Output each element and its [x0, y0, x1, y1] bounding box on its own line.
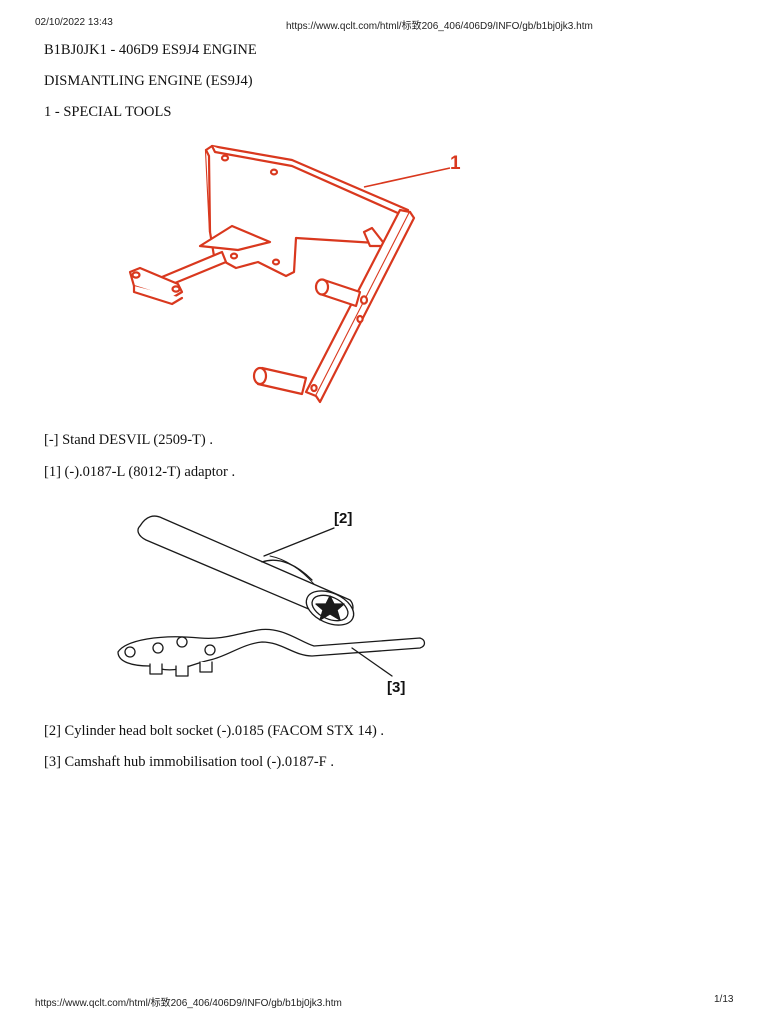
document-code-title: B1BJ0JK1 - 406D9 ES9J4 ENGINE: [44, 42, 257, 58]
tool-line-stand: [-] Stand DESVIL (2509-T) .: [44, 432, 213, 448]
tool-line-hub-tool: [3] Camshaft hub immobilisation tool (-)…: [44, 754, 334, 770]
engine-stand-adaptor-drawing: [128, 144, 451, 404]
print-header-url: https://www.qclt.com/html/标致206_406/406D…: [286, 21, 593, 32]
page-number: 1/13: [714, 994, 734, 1005]
print-datetime: 02/10/2022 13:43: [35, 17, 113, 28]
tool-line-adaptor: [1] (-).0187-L (8012-T) adaptor .: [44, 464, 236, 480]
subsection-title: 1 - SPECIAL TOOLS: [44, 104, 172, 120]
section-title: DISMANTLING ENGINE (ES9J4): [44, 73, 253, 89]
socket-and-hub-tool-drawing: [117, 515, 426, 677]
print-footer-url: https://www.qclt.com/html/标致206_406/406D…: [35, 998, 342, 1009]
figure1-callout-1: 1: [450, 153, 461, 174]
figure2-callout-3: [3]: [387, 679, 406, 696]
tool-line-socket: [2] Cylinder head bolt socket (-).0185 (…: [44, 723, 385, 739]
figure2-callout-2: [2]: [334, 510, 353, 527]
